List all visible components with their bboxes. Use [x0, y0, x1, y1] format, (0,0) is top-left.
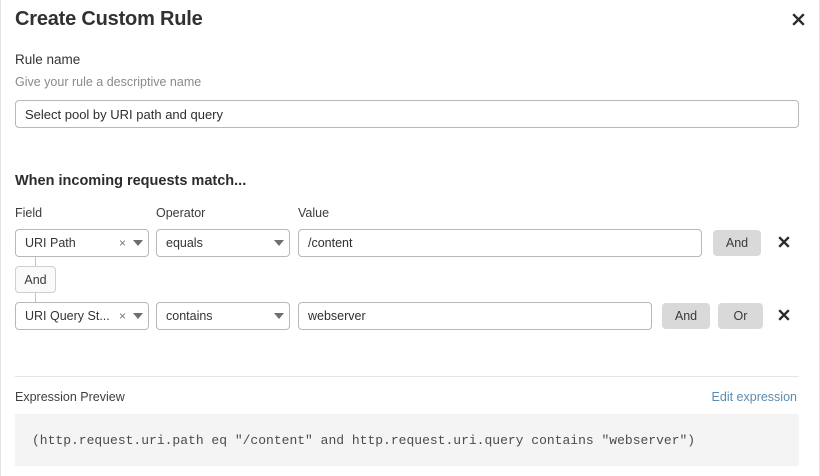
- condition-row: URI Query St... × contains And Or: [1, 302, 819, 330]
- condition-row: URI Path × equals And: [1, 229, 819, 257]
- chevron-down-icon[interactable]: [271, 313, 289, 319]
- field-clear-icon[interactable]: ×: [118, 309, 126, 323]
- operator-select-1-value: equals: [166, 236, 203, 250]
- expression-preview-label: Expression Preview: [15, 390, 125, 404]
- close-button[interactable]: [785, 6, 811, 32]
- edit-expression-link[interactable]: Edit expression: [711, 390, 797, 404]
- operator-select-1[interactable]: equals: [156, 229, 290, 257]
- connector-line-top: [35, 257, 36, 266]
- value-input-2[interactable]: [298, 302, 652, 330]
- remove-condition-button-2[interactable]: [774, 302, 794, 330]
- page-title: Create Custom Rule: [15, 8, 203, 30]
- condition-connector: And: [15, 257, 75, 302]
- field-select-2-value: URI Query St...: [25, 309, 110, 323]
- close-icon: [791, 12, 806, 27]
- chevron-down-icon[interactable]: [271, 240, 289, 246]
- chevron-down-icon[interactable]: [130, 240, 148, 246]
- rule-name-hint: Give your rule a descriptive name: [15, 75, 202, 89]
- column-header-field: Field: [15, 206, 43, 220]
- match-heading: When incoming requests match...: [15, 173, 247, 189]
- remove-condition-button-1[interactable]: [774, 229, 794, 257]
- connector-line-bottom: [35, 293, 36, 302]
- and-button-1[interactable]: And: [713, 230, 761, 256]
- and-button-2[interactable]: And: [662, 303, 710, 329]
- operator-select-2[interactable]: contains: [156, 302, 290, 330]
- chevron-down-icon[interactable]: [130, 313, 148, 319]
- column-header-operator: Operator: [156, 206, 206, 220]
- or-button-2[interactable]: Or: [718, 303, 763, 329]
- operator-select-2-value: contains: [166, 309, 213, 323]
- field-select-1-value: URI Path: [25, 236, 76, 250]
- section-divider: [15, 376, 799, 377]
- field-select-1[interactable]: URI Path ×: [15, 229, 149, 257]
- field-clear-icon[interactable]: ×: [118, 236, 126, 250]
- remove-icon: [777, 308, 791, 325]
- remove-icon: [777, 235, 791, 252]
- rule-name-input[interactable]: [15, 100, 799, 128]
- rule-name-label: Rule name: [15, 52, 81, 67]
- column-header-value: Value: [298, 206, 330, 220]
- field-select-2[interactable]: URI Query St... ×: [15, 302, 149, 330]
- expression-preview-code: (http.request.uri.path eq "/content" and…: [15, 414, 799, 466]
- connector-and-button[interactable]: And: [15, 266, 56, 293]
- value-input-1[interactable]: [298, 229, 702, 257]
